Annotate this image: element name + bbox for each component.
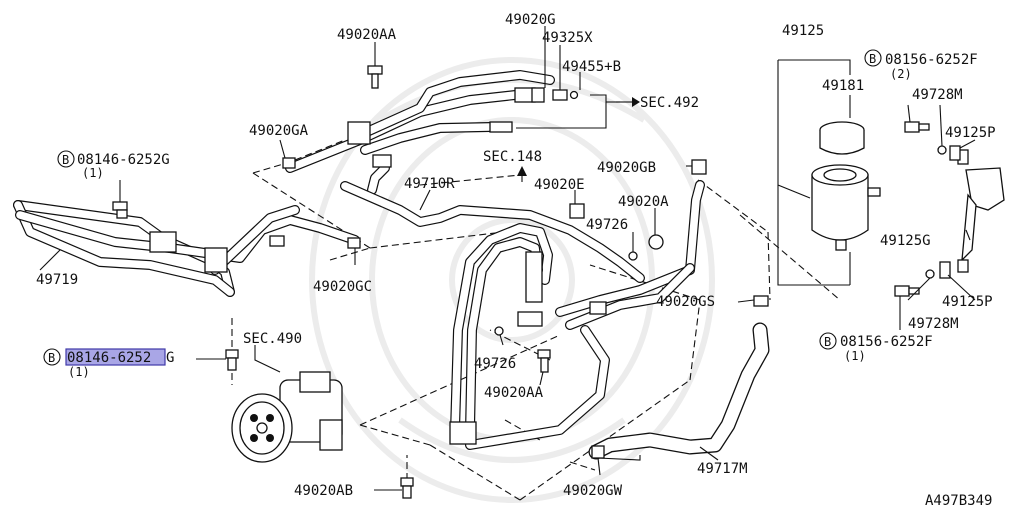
hose-clamp-49020GA xyxy=(282,157,296,169)
label-49125G: 49125G xyxy=(880,233,931,249)
diagram-code: A497B349 xyxy=(925,493,992,509)
label-49125P-bottom: 49125P xyxy=(942,294,993,310)
arrow-up-icon xyxy=(517,166,527,176)
label-49717M: 49717M xyxy=(697,461,748,477)
label-bolt-08146-6252-highlighted: 08146-6252 xyxy=(67,350,151,366)
label-sec490: SEC.490 xyxy=(243,331,302,347)
bolt-49020AA-top xyxy=(367,65,383,89)
label-qty-upper-left: (1) xyxy=(82,166,104,180)
arrow-right-icon xyxy=(632,97,640,107)
label-49719: 49719 xyxy=(36,272,78,288)
label-sec148: SEC.148 xyxy=(483,149,542,165)
pipe-clamp-right xyxy=(589,301,607,315)
circled-b-icon: B xyxy=(864,49,882,67)
label-49181: 49181 xyxy=(822,78,864,94)
label-49020AA-top: 49020AA xyxy=(337,27,397,43)
grommet-49125P-top xyxy=(949,145,961,161)
power-steering-pump xyxy=(231,371,343,463)
label-bolt-08156-6252F-upper: 08156-6252F xyxy=(885,52,978,68)
clamp xyxy=(269,235,285,247)
hose-49717M xyxy=(588,322,770,460)
o-ring-49726-mid xyxy=(494,326,504,336)
svg-text:B: B xyxy=(824,335,831,349)
arrows xyxy=(517,97,640,182)
label-bolt-08146-6252G-upper: 08146-6252G xyxy=(77,152,170,168)
washer-49455 xyxy=(569,90,579,100)
label-49020AA-mid: 49020AA xyxy=(484,385,544,401)
hose-clamp-49020GS xyxy=(753,295,769,307)
label-49020GB: 49020GB xyxy=(597,160,656,176)
clamp-49020G xyxy=(531,87,545,103)
label-qty-upper-right: (2) xyxy=(890,67,912,81)
label-49020GW: 49020GW xyxy=(563,483,623,499)
pipe-bracket-top xyxy=(347,121,371,145)
bolt-49020AB xyxy=(400,477,414,499)
reservoir-bracket-49125G xyxy=(957,149,1005,273)
fittings xyxy=(149,87,769,459)
svg-text:B: B xyxy=(869,52,876,66)
flare-nut xyxy=(489,121,513,133)
label-bolt-suffix-g: G xyxy=(166,350,174,366)
banjo-fitting xyxy=(517,311,543,327)
svg-text:B: B xyxy=(48,351,55,365)
label-49325X: 49325X xyxy=(542,30,593,46)
pipe-bracket-lower xyxy=(449,421,477,445)
part-labels: 49020AA 49020G 49325X 49455+B SEC.492 49… xyxy=(36,12,996,509)
pipe-49710R xyxy=(340,181,645,283)
collar-49728M-top xyxy=(937,145,947,155)
label-sec492: SEC.492 xyxy=(640,95,699,111)
hose-clamp-49020GC xyxy=(347,237,361,249)
reservoir-assembly xyxy=(811,121,881,251)
label-qty-lower-left: (1) xyxy=(68,365,90,379)
pipe-upper-lines xyxy=(285,70,555,195)
union-fitting xyxy=(372,154,392,168)
label-49020GC: 49020GC xyxy=(313,279,372,295)
label-49020GA: 49020GA xyxy=(249,123,309,139)
label-49125P-top: 49125P xyxy=(945,125,996,141)
bolt-49325X xyxy=(552,89,568,101)
label-49728M-top: 49728M xyxy=(912,87,963,103)
label-49726-mid: 49726 xyxy=(474,356,516,372)
clip-49020E xyxy=(569,203,585,219)
bolt-08156-6252F-lower xyxy=(894,285,920,297)
label-49710R: 49710R xyxy=(404,176,455,192)
grommet-49125P-bottom xyxy=(939,261,951,279)
circled-b-icon: B xyxy=(57,150,75,168)
clamp-bracket xyxy=(149,231,177,253)
label-49020GS: 49020GS xyxy=(656,294,715,310)
label-49020G: 49020G xyxy=(505,12,556,28)
circled-b-icon: B xyxy=(43,348,61,366)
pressure-sensor-body xyxy=(525,251,543,303)
label-49020A: 49020A xyxy=(618,194,669,210)
pipe-clip xyxy=(204,247,228,273)
label-49726-top: 49726 xyxy=(586,217,628,233)
bolt-08156-6252F-upper xyxy=(904,121,930,133)
reservoir-cap xyxy=(819,130,865,155)
label-49020AB: 49020AB xyxy=(294,483,353,499)
label-bolt-08156-6252F-lower: 08156-6252F xyxy=(840,334,933,350)
label-49125: 49125 xyxy=(782,23,824,39)
bolt-49020AA-mid xyxy=(537,349,551,373)
bolt-08146-6252G-lower xyxy=(225,349,239,371)
hose-clamp-49020GB xyxy=(691,159,707,175)
hose-clamp-49020GW xyxy=(591,445,605,459)
label-qty-lower-right: (1) xyxy=(844,349,866,363)
bolts xyxy=(112,65,930,499)
grommets xyxy=(925,145,961,279)
collar-49728M-bottom xyxy=(925,269,935,279)
o-ring-49726-top xyxy=(628,251,638,261)
label-49728M-bottom: 49728M xyxy=(908,316,959,332)
circled-b-icon: B xyxy=(819,332,837,350)
svg-text:B: B xyxy=(62,153,69,167)
circled-b-markers: B B B B xyxy=(43,49,882,366)
switch-49020A xyxy=(648,234,664,250)
label-49020E: 49020E xyxy=(534,177,585,193)
label-49455B: 49455+B xyxy=(562,59,621,75)
highlight-box xyxy=(65,348,166,366)
